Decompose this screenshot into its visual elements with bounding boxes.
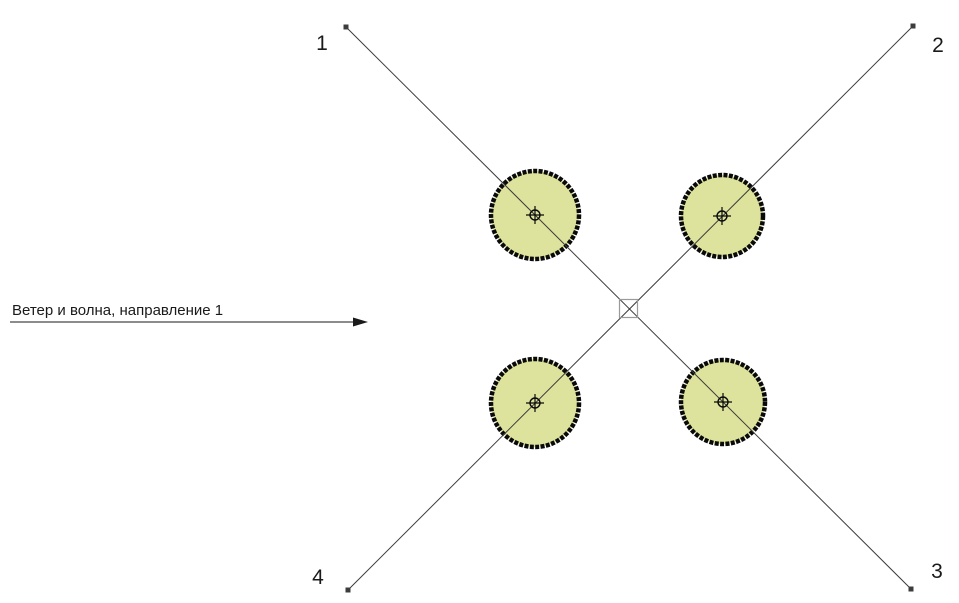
arrowhead-icon <box>353 317 368 327</box>
center-mark-icon <box>713 207 731 225</box>
line-endpoint-1 <box>343 24 349 30</box>
center-mark-icon <box>714 393 732 411</box>
line-label-4: 4 <box>312 566 324 589</box>
center-mark-icon <box>526 206 544 224</box>
line-endpoint-4 <box>345 587 351 593</box>
center-connector-square <box>618 298 639 319</box>
line-endpoint-3 <box>908 586 914 592</box>
line-label-3: 3 <box>931 560 943 583</box>
mooring-line-1-3 <box>343 24 914 592</box>
center-mark-icon <box>526 394 544 412</box>
buoy-center-marks <box>526 206 732 412</box>
line-endpoint-2 <box>910 23 916 29</box>
line-label-1: 1 <box>316 32 328 55</box>
anchor-line-1-3 <box>345 26 912 590</box>
line-label-2: 2 <box>932 34 944 57</box>
wind-wave-direction-label: Ветер и волна, направление 1 <box>12 302 223 319</box>
anchor-line-2-4 <box>347 25 914 591</box>
wind-wave-direction-arrow: Ветер и волна, направление 1 <box>10 302 368 327</box>
mooring-line-2-4 <box>345 23 916 593</box>
